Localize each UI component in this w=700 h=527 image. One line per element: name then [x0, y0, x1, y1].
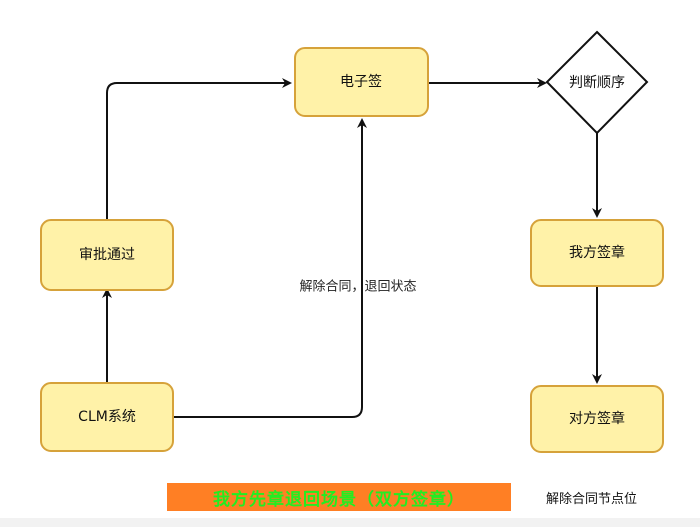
edge-label-rescind-revert: 解除合同，退回状态	[299, 280, 416, 295]
node-approval-passed-label: 审批通过	[79, 247, 135, 263]
node-clm-system-label: CLM系统	[78, 409, 136, 425]
node-counterparty-sign[interactable]: 对方签章	[530, 385, 664, 453]
edge-clm-to-esign	[173, 118, 367, 418]
side-note: 解除合同节点位	[546, 492, 638, 507]
bottom-rule	[0, 518, 700, 527]
node-judge-order[interactable]: 判断顺序	[545, 30, 649, 135]
scenario-banner-text: 我方先章退回场景（双方签章）	[213, 489, 465, 510]
node-e-sign[interactable]: 电子签	[294, 47, 429, 117]
edges	[102, 78, 602, 418]
node-our-side-sign[interactable]: 我方签章	[530, 219, 664, 287]
edge-approval-to-esign	[106, 78, 292, 220]
node-clm-system[interactable]: CLM系统	[40, 382, 174, 452]
node-our-side-sign-label: 我方签章	[569, 244, 625, 261]
node-counterparty-sign-label: 对方签章	[569, 410, 625, 427]
node-e-sign-label: 电子签	[340, 73, 382, 90]
node-approval-passed[interactable]: 审批通过	[40, 219, 174, 291]
scenario-banner: 我方先章退回场景（双方签章）	[167, 483, 511, 511]
node-judge-order-label: 判断顺序	[569, 75, 625, 91]
